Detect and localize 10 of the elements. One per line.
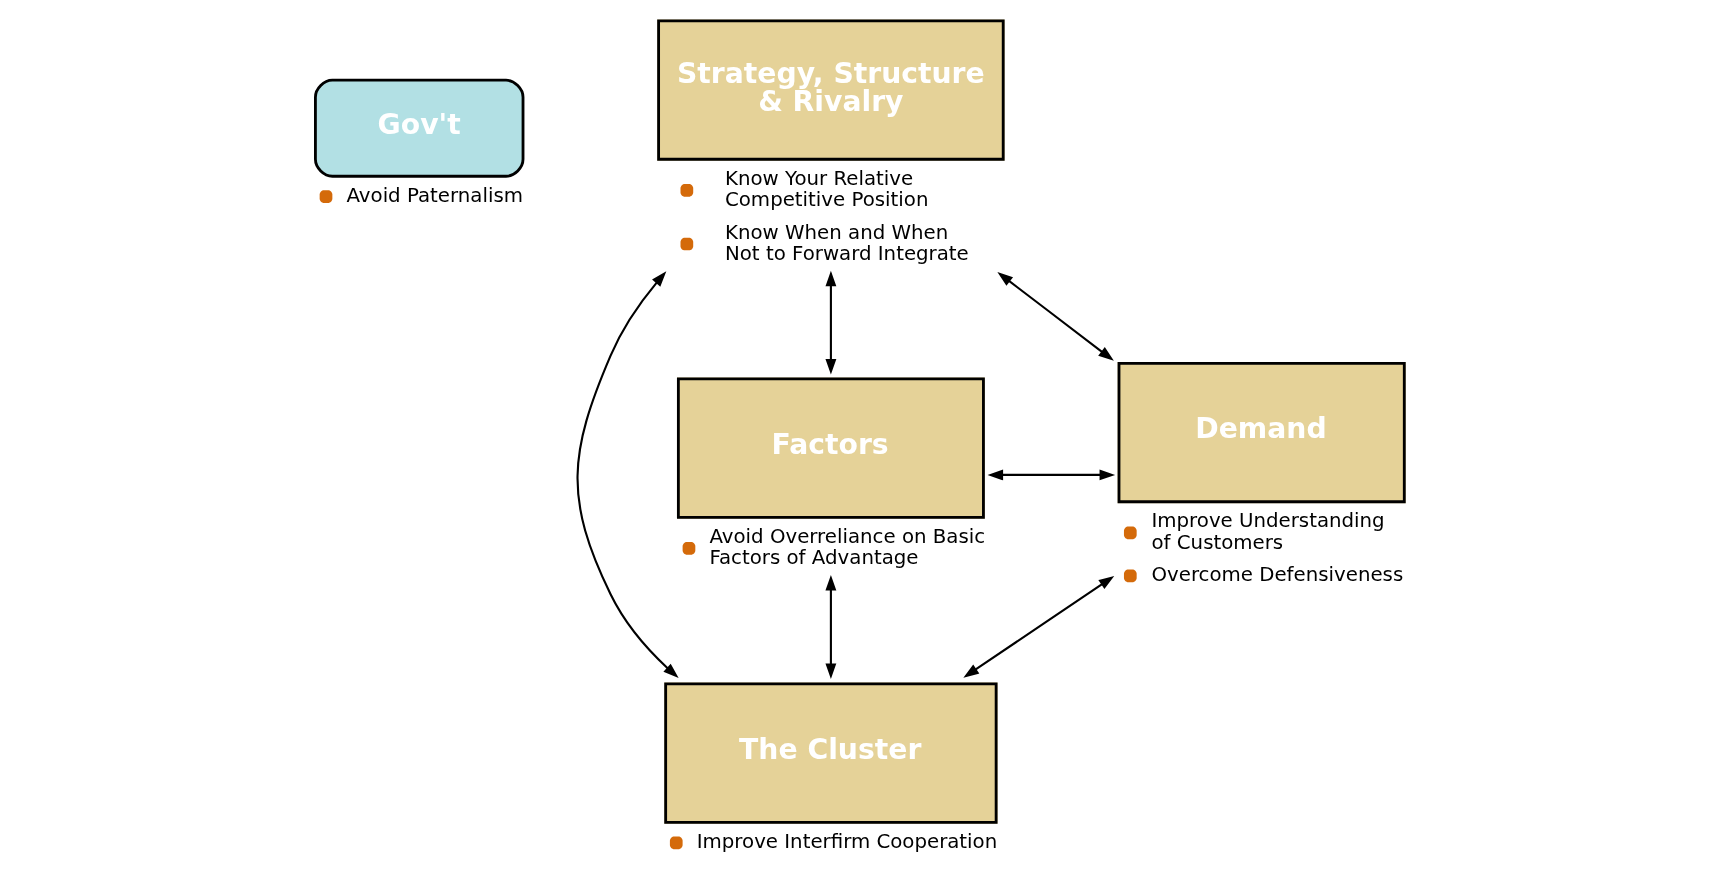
node-label: Know Your Relative Competitive Position bbox=[724, 166, 929, 212]
arrow bbox=[997, 272, 1114, 361]
arrow bbox=[963, 575, 1115, 678]
arrow bbox=[576, 271, 679, 679]
node-label: Improve Understanding of Customers bbox=[1151, 509, 1385, 554]
arrow bbox=[987, 469, 1116, 481]
arrow bbox=[825, 270, 837, 375]
arrow bbox=[825, 574, 837, 679]
node-label: Avoid Paternalism bbox=[346, 183, 523, 207]
node-label: Avoid Overreliance on Basic Factors of Advantage bbox=[709, 525, 986, 570]
